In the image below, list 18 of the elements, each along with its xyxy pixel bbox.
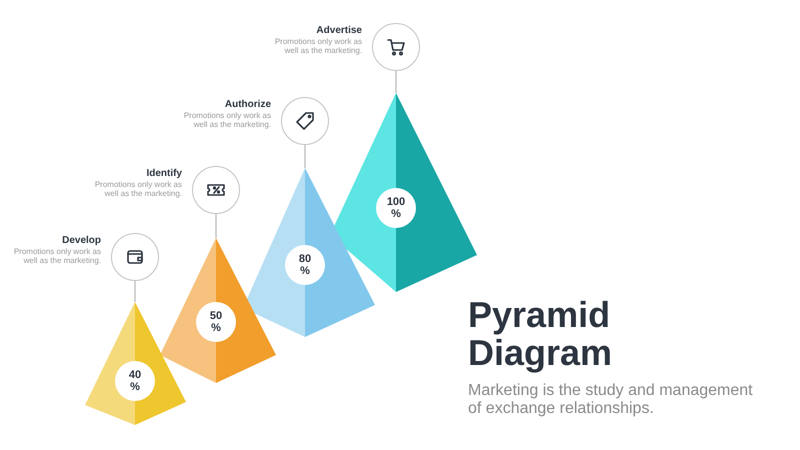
title: Pyramid Diagram — [468, 296, 614, 372]
connector-line — [134, 281, 136, 302]
step-description: Promotions only work as well as the marketing. — [94, 180, 182, 198]
icon-circle — [111, 233, 159, 281]
step-description: Promotions only work as well as the marketing. — [274, 37, 362, 55]
caption: Marketing is the study and management of exchange relationships. — [468, 382, 754, 418]
step-heading: Identify — [146, 168, 182, 179]
connector-line — [215, 214, 217, 238]
step-description: Promotions only work as well as the marketing. — [12, 247, 101, 265]
step-heading: Authorize — [224, 99, 271, 110]
step-heading: Develop — [62, 235, 101, 246]
icon-circle — [192, 166, 240, 214]
connector-line — [395, 71, 397, 93]
step-description: Promotions only work as well as the marketing. — [182, 111, 271, 129]
step-heading: Advertise — [316, 25, 362, 36]
icon-circle — [281, 97, 329, 145]
icon-circle — [372, 23, 420, 71]
connector-line — [304, 145, 306, 168]
